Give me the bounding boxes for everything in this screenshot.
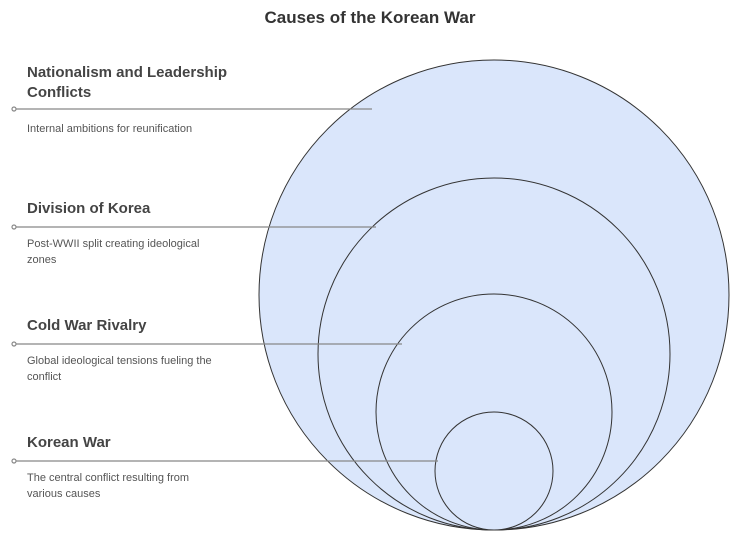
layer-label-cold-war: Cold War Rivalry — [27, 317, 147, 334]
connector-dot-1 — [11, 106, 17, 112]
connector-dot-2 — [11, 224, 17, 230]
layer-label-division: Division of Korea — [27, 200, 151, 217]
layer-description-cold-war: Global ideological tensions fueling the … — [27, 355, 212, 383]
layer-label-nationalism: Nationalism and Leadership Conflicts — [27, 64, 228, 101]
layer-label-korean-war: Korean War — [27, 434, 111, 451]
layer-description-nationalism: Internal ambitions for reunification — [27, 123, 193, 135]
layer-description-division: Post-WWII split creating ideological zon… — [27, 238, 200, 266]
connector-dot-4 — [11, 458, 17, 464]
circle-korean-war — [434, 411, 554, 531]
connector-dot-3 — [11, 341, 17, 347]
diagram-title: Causes of the Korean War — [264, 8, 476, 27]
layer-description-korean-war: The central conflict resulting from vari… — [27, 472, 190, 500]
